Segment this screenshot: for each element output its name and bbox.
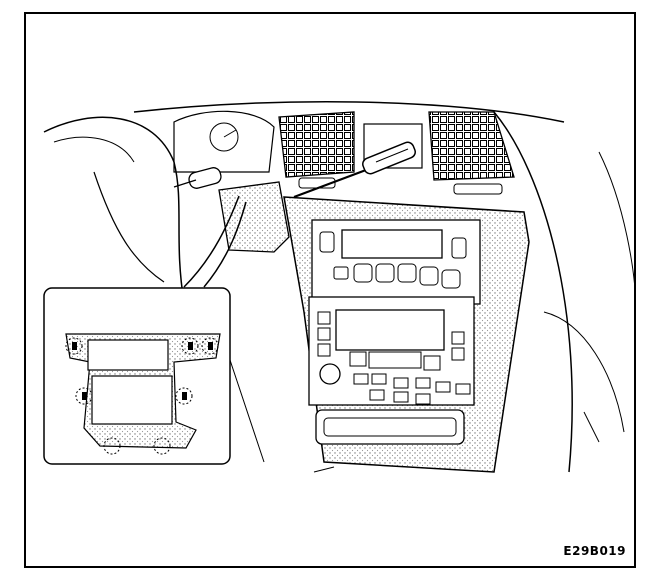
lower-storage-slot — [315, 409, 465, 445]
dashboard-illustration — [43, 101, 636, 473]
steering-wheel — [43, 116, 185, 303]
radio-unit — [308, 296, 475, 406]
inset-detail — [43, 287, 231, 465]
screwdriver-icon — [293, 141, 416, 199]
figure-code: E29B019 — [563, 544, 626, 558]
right-air-vent — [428, 111, 515, 195]
clip-location-icon — [65, 337, 219, 455]
trim-panel — [218, 181, 290, 253]
instrument-cluster — [173, 110, 275, 173]
wiper-stalk — [173, 167, 222, 189]
left-air-vent — [278, 111, 355, 189]
climate-control-unit — [311, 219, 481, 305]
callout-line — [183, 195, 240, 288]
